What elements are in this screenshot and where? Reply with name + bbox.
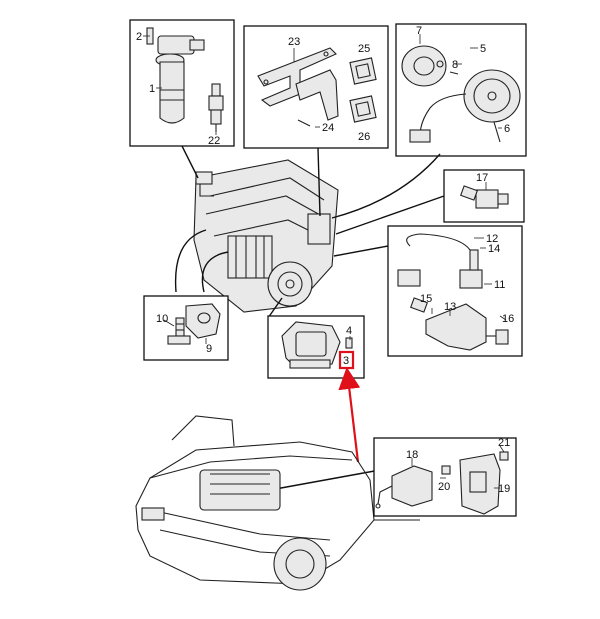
- callout-14: 14: [488, 243, 500, 255]
- callout-16: 16: [502, 313, 514, 325]
- red-arrow-icon: [338, 367, 361, 463]
- callout-10: 10: [156, 313, 168, 325]
- callout-12: 12: [486, 233, 498, 245]
- callout-13: 13: [444, 301, 456, 313]
- callout-19: 19: [498, 483, 510, 495]
- box-ignition-coil: 2 1 22: [129, 19, 235, 147]
- callout-26: 26: [358, 131, 370, 143]
- callout-18: 18: [406, 449, 418, 461]
- box-knock-sensor: 10 9: [143, 295, 229, 361]
- callout-8: 8: [452, 59, 458, 71]
- box-crank-sensor: 12 14 11 15 13 16: [387, 225, 523, 357]
- callout-2: 2: [136, 31, 142, 43]
- module-18-drawing: [375, 465, 433, 509]
- callout-23: 23: [288, 36, 300, 48]
- callout-25: 25: [358, 43, 370, 55]
- box-module-bottom: 18 20 21 19: [373, 437, 517, 517]
- callout-11: 11: [494, 279, 505, 291]
- gasket-lower: [349, 95, 377, 123]
- bracket-19-drawing: [441, 451, 509, 515]
- knock-sensor-drawing: [167, 303, 221, 345]
- callout-7: 7: [416, 25, 422, 37]
- callout-5: 5: [480, 43, 486, 55]
- box-bracket: 23 24 25 26: [243, 25, 389, 149]
- control-module-drawing: [281, 321, 353, 369]
- ignition-coil-drawing: [146, 27, 205, 124]
- callout-4: 4: [346, 325, 352, 337]
- callout-6: 6: [504, 123, 510, 135]
- gasket-upper: [349, 57, 377, 85]
- callout-20: 20: [438, 481, 450, 493]
- callout-17: 17: [476, 172, 488, 184]
- box-sensor-17: 17: [443, 169, 525, 223]
- callout-22: 22: [208, 135, 220, 147]
- callout-24: 24: [322, 122, 334, 134]
- callout-21: 21: [498, 437, 510, 449]
- bracket-drawing: [257, 47, 339, 121]
- box-control-module: 4 3: [267, 315, 365, 379]
- sensor-17-drawing: [460, 185, 509, 209]
- callout-9: 9: [206, 343, 212, 355]
- crank-sensor-drawing: [397, 233, 509, 351]
- distributor-cap-drawing: [401, 45, 447, 87]
- car-drawing: [135, 415, 420, 591]
- callout-3: 3: [343, 355, 349, 367]
- box-distributor: 7 8 5 6: [395, 23, 527, 157]
- connector-wires: [174, 145, 445, 491]
- callout-1: 1: [149, 83, 155, 95]
- engine-drawing: [193, 159, 339, 313]
- spark-plug-drawing: [208, 83, 224, 132]
- sensor-housing-drawing: [409, 69, 521, 143]
- callout-15: 15: [420, 293, 432, 305]
